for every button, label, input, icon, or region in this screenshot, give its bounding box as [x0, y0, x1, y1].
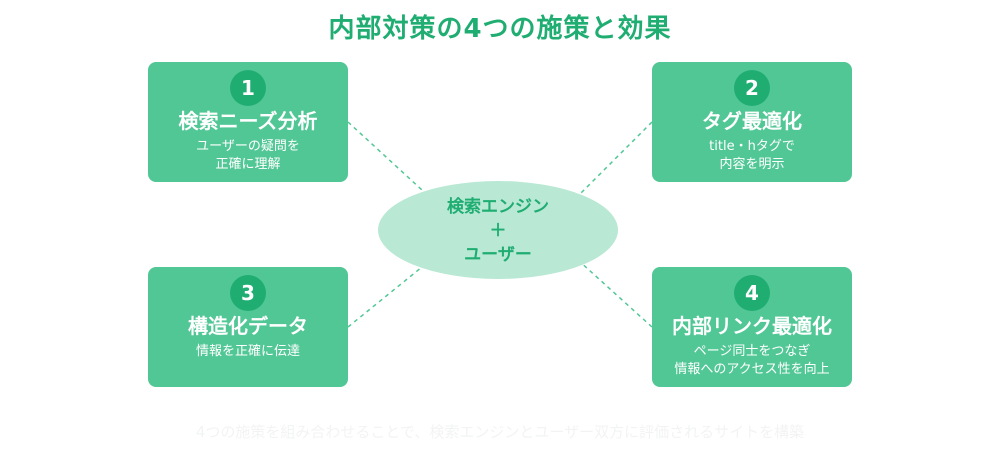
- card-heading: 構造化データ: [188, 314, 308, 338]
- strategy-card-search-needs: 1 検索ニーズ分析 ユーザーの疑問を 正確に理解: [148, 62, 348, 182]
- card-description: ユーザーの疑問を 正確に理解: [148, 138, 348, 174]
- card-heading: 内部リンク最適化: [672, 314, 832, 338]
- strategy-card-internal-links: 4 内部リンク最適化 ページ同士をつなぎ 情報へのアクセス性を向上: [652, 267, 852, 387]
- connector-card-4: [577, 259, 653, 328]
- card-heading: 検索ニーズ分析: [178, 109, 318, 133]
- card-description-line: 内容を明示: [719, 157, 785, 172]
- card-description-line: 正確に理解: [215, 157, 281, 172]
- card-description: title・hタグで 内容を明示: [652, 138, 852, 174]
- card-description-line: ページ同士をつなぎ: [693, 344, 811, 359]
- card-description: 情報を正確に伝達: [148, 343, 348, 361]
- card-description: ページ同士をつなぎ 情報へのアクセス性を向上: [652, 343, 852, 379]
- diagram-title: 内部対策の4つの施策と効果: [328, 14, 672, 44]
- center-ellipse-search-engine-user: 検索エンジン ＋ ユーザー: [378, 181, 618, 279]
- card-heading: タグ最適化: [702, 109, 802, 133]
- center-label-plus: ＋: [489, 221, 507, 241]
- connector-card-3: [347, 266, 423, 328]
- connector-card-1: [347, 121, 423, 191]
- center-label-user: ユーザー: [464, 245, 532, 265]
- card-description-line: 情報へのアクセス性を向上: [674, 362, 830, 377]
- connector-card-2: [577, 121, 653, 197]
- card-description-line: 情報を正確に伝達: [195, 344, 300, 359]
- strategy-card-structured-data: 3 構造化データ 情報を正確に伝達: [148, 267, 348, 387]
- step-number-badge: 2: [734, 70, 770, 106]
- step-number-badge: 4: [734, 275, 770, 311]
- step-number-badge: 3: [230, 275, 266, 311]
- card-description-line: ユーザーの疑問を: [196, 139, 300, 154]
- center-label-search-engine: 検索エンジン: [447, 197, 549, 217]
- footer-summary: 4つの施策を組み合わせることで、検索エンジンとユーザー双方に評価されるサイトを構…: [195, 423, 805, 441]
- card-description-line: title・hタグで: [709, 139, 795, 154]
- strategy-card-tag-optimization: 2 タグ最適化 title・hタグで 内容を明示: [652, 62, 852, 182]
- step-number-badge: 1: [230, 70, 266, 106]
